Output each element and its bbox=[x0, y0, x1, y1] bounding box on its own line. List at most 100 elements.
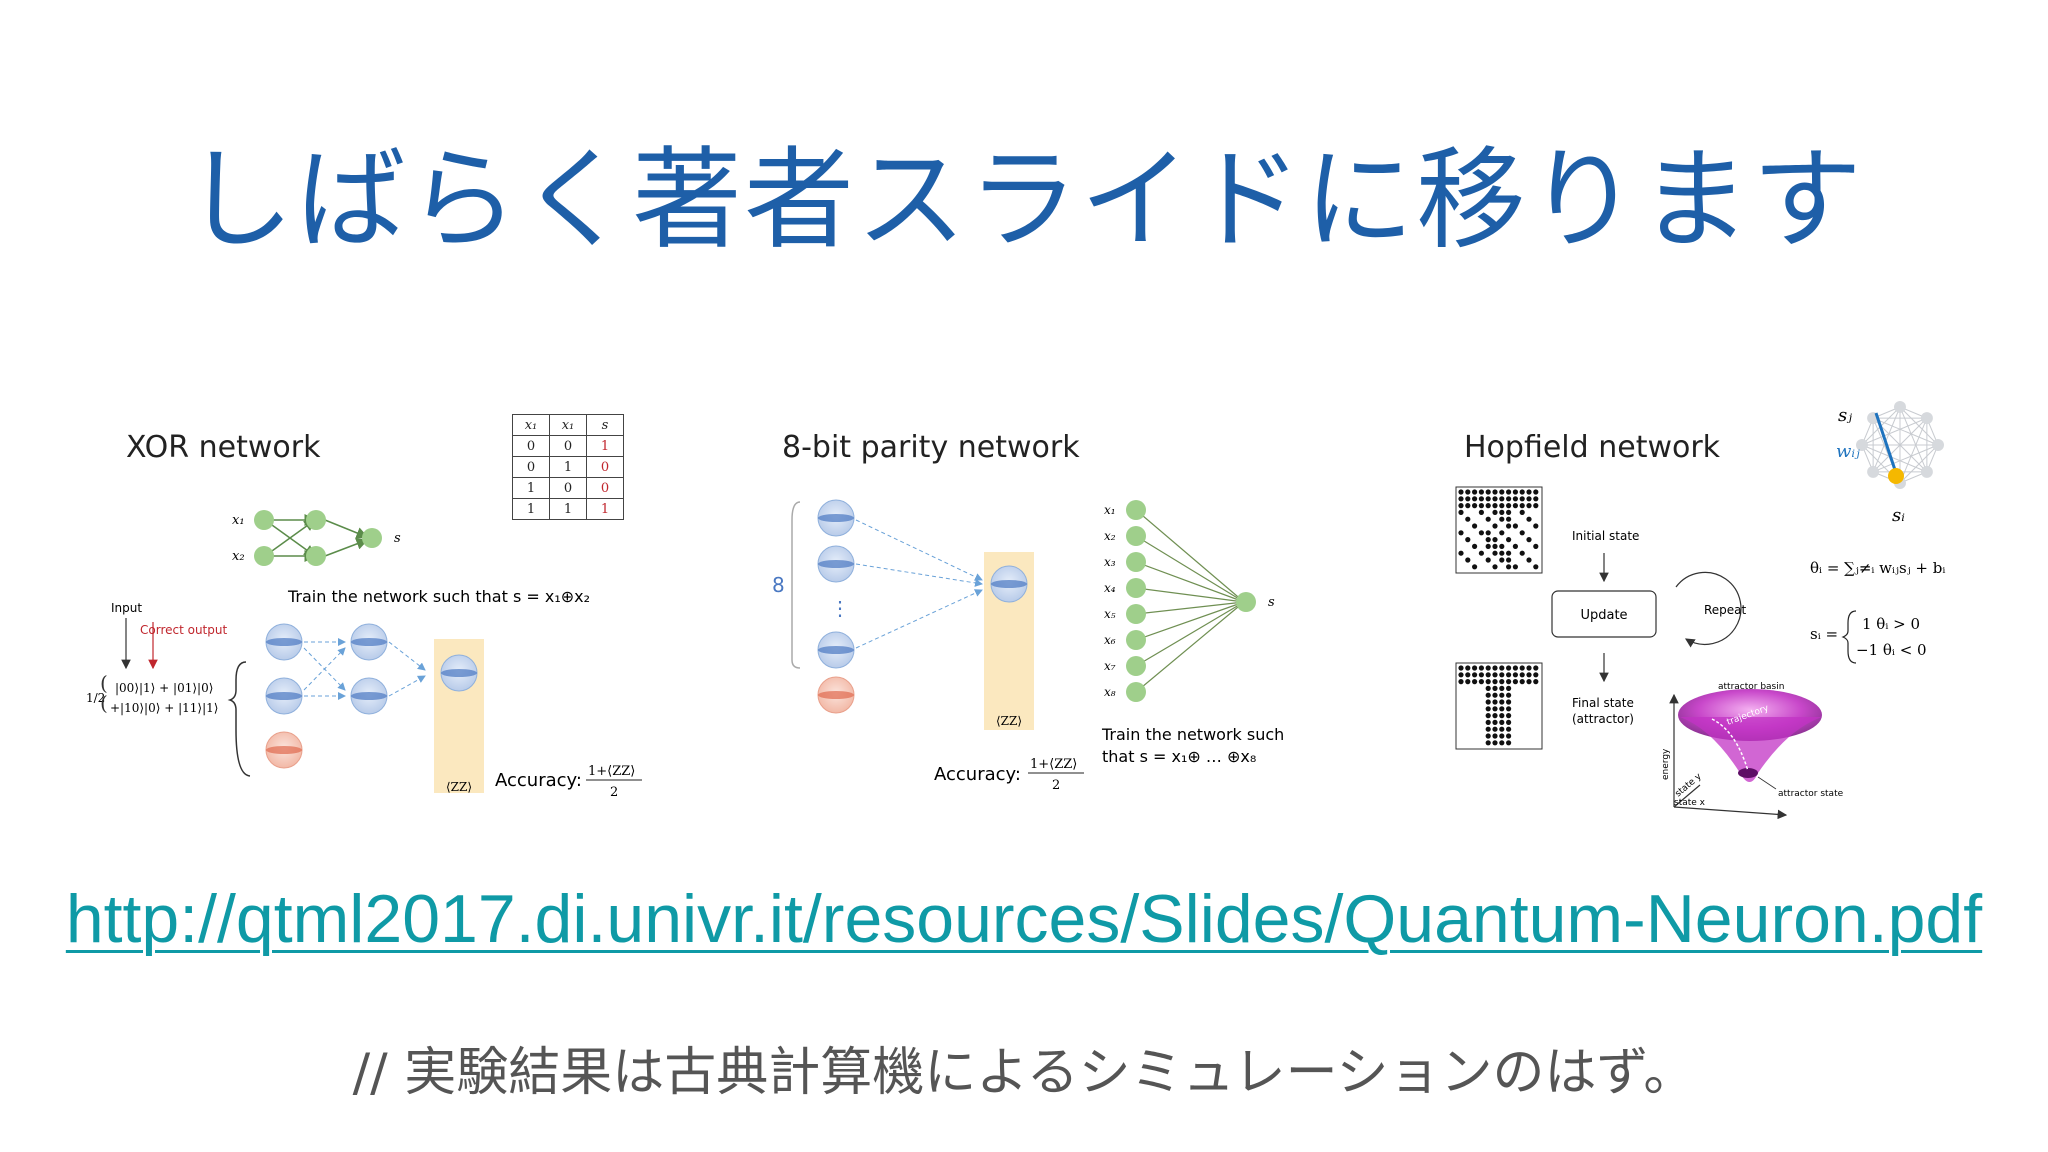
pattern-dot bbox=[1485, 733, 1491, 739]
pattern-dot bbox=[1506, 713, 1512, 719]
pattern-dot bbox=[1492, 503, 1498, 509]
parity-input-label: x₂ bbox=[1104, 529, 1116, 543]
state-line-2: +|10⟩|0⟩ + |11⟩|1⟩ bbox=[110, 701, 218, 715]
xor-mini-network: x₁ x₂ s bbox=[232, 510, 401, 566]
pattern-dot bbox=[1485, 516, 1491, 522]
pattern-dot bbox=[1519, 503, 1525, 509]
parity-input-label: x₁ bbox=[1104, 503, 1116, 517]
attractor-state-label: attractor state bbox=[1778, 789, 1844, 799]
hopfield-section-title: Hopfield network bbox=[1464, 430, 1721, 465]
pattern-dot bbox=[1472, 543, 1478, 549]
pattern-dot bbox=[1506, 665, 1512, 671]
parity-input-label: x₇ bbox=[1104, 659, 1116, 673]
pattern-dot bbox=[1499, 496, 1505, 502]
pattern-dot bbox=[1465, 537, 1471, 543]
pattern-dot bbox=[1512, 496, 1518, 502]
pattern-dot bbox=[1492, 692, 1498, 698]
network-node bbox=[1126, 552, 1146, 572]
pattern-dot bbox=[1526, 557, 1532, 563]
theta-equation: θᵢ = ∑ⱼ≠ᵢ wᵢⱼsⱼ + bᵢ bbox=[1810, 559, 1945, 577]
energy-axis-label: energy bbox=[1661, 748, 1671, 780]
pattern-dot bbox=[1492, 489, 1498, 495]
pattern-dot bbox=[1519, 672, 1525, 678]
sj-label: sⱼ bbox=[1838, 405, 1852, 426]
pattern-dot bbox=[1526, 679, 1532, 685]
truth-table-header: x₁ bbox=[512, 414, 550, 436]
accuracy-denominator: 2 bbox=[1052, 778, 1060, 793]
pattern-dot bbox=[1499, 733, 1505, 739]
pattern-dot bbox=[1485, 665, 1491, 671]
pattern-dot bbox=[1506, 719, 1512, 725]
pattern-dot bbox=[1472, 672, 1478, 678]
pattern-dot bbox=[1465, 679, 1471, 685]
pattern-dot bbox=[1485, 713, 1491, 719]
pattern-dot bbox=[1492, 665, 1498, 671]
wij-label: wᵢⱼ bbox=[1836, 441, 1860, 462]
pattern-dot bbox=[1485, 503, 1491, 509]
pattern-dot bbox=[1512, 679, 1518, 685]
parity-input-label: x₃ bbox=[1104, 555, 1116, 569]
pattern-dot bbox=[1465, 516, 1471, 522]
pattern-dot bbox=[1485, 692, 1491, 698]
paren-left: ( bbox=[100, 671, 108, 695]
pattern-dot bbox=[1485, 496, 1491, 502]
state-line-1: |00⟩|1⟩ + |01⟩|0⟩ bbox=[115, 681, 213, 695]
pattern-dot bbox=[1492, 740, 1498, 746]
update-box bbox=[1551, 590, 1657, 638]
pattern-dot bbox=[1506, 496, 1512, 502]
pattern-dot bbox=[1533, 523, 1539, 529]
pattern-dot bbox=[1485, 685, 1491, 691]
slides-link[interactable]: http://qtml2017.di.univr.it/resources/Sl… bbox=[65, 881, 1983, 957]
correct-output-label: Correct output bbox=[140, 623, 227, 637]
pattern-dot bbox=[1499, 503, 1505, 509]
pattern-dot bbox=[1519, 530, 1525, 536]
pattern-dot bbox=[1506, 489, 1512, 495]
pattern-dot bbox=[1478, 489, 1484, 495]
pattern-dot bbox=[1506, 564, 1512, 570]
pattern-dot bbox=[1485, 557, 1491, 563]
final-state-label: Final state bbox=[1572, 696, 1634, 710]
network-node bbox=[1126, 604, 1146, 624]
network-node bbox=[254, 510, 274, 530]
pattern-dot bbox=[1485, 530, 1491, 536]
s-equation-case-1: 1 θᵢ > 0 bbox=[1862, 615, 1920, 633]
graph-node bbox=[1920, 412, 1933, 425]
pattern-dot bbox=[1499, 489, 1505, 495]
pattern-dot bbox=[1485, 543, 1491, 549]
pattern-dot bbox=[1458, 679, 1464, 685]
pattern-dot bbox=[1506, 503, 1512, 509]
pattern-dot bbox=[1465, 489, 1471, 495]
final-state-pattern bbox=[1455, 662, 1543, 750]
pattern-dot bbox=[1526, 516, 1532, 522]
network-node bbox=[254, 546, 274, 566]
pattern-dot bbox=[1499, 530, 1505, 536]
pattern-dot bbox=[1499, 740, 1505, 746]
pattern-dot bbox=[1506, 679, 1512, 685]
pattern-dot bbox=[1458, 530, 1464, 536]
truth-table-header: x₁ bbox=[549, 414, 587, 436]
pattern-dot bbox=[1506, 523, 1512, 529]
parity-input-label: x₅ bbox=[1104, 607, 1116, 621]
truth-table-cell: 1 bbox=[586, 498, 624, 520]
pattern-dot bbox=[1492, 496, 1498, 502]
pattern-dot bbox=[1499, 726, 1505, 732]
repeat-label: Repeat bbox=[1704, 603, 1747, 617]
graph-node bbox=[1894, 401, 1906, 413]
pattern-dot bbox=[1506, 740, 1512, 746]
pattern-dot bbox=[1499, 557, 1505, 563]
pattern-dot bbox=[1533, 564, 1539, 570]
pattern-dot bbox=[1485, 719, 1491, 725]
pattern-dot bbox=[1465, 503, 1471, 509]
parity-train-line-1: Train the network such bbox=[1101, 725, 1284, 744]
pattern-dot bbox=[1472, 489, 1478, 495]
pattern-dot bbox=[1478, 509, 1484, 515]
pattern-dot bbox=[1533, 496, 1539, 502]
pattern-dot bbox=[1478, 503, 1484, 509]
pattern-dot bbox=[1492, 685, 1498, 691]
pattern-dot bbox=[1478, 679, 1484, 685]
parity-train-line-2: that s = x₁⊕ … ⊕x₈ bbox=[1102, 747, 1256, 766]
truth-table-cell: 1 bbox=[549, 456, 587, 478]
pattern-dot bbox=[1506, 557, 1512, 563]
pattern-dot bbox=[1465, 665, 1471, 671]
network-node bbox=[306, 546, 326, 566]
